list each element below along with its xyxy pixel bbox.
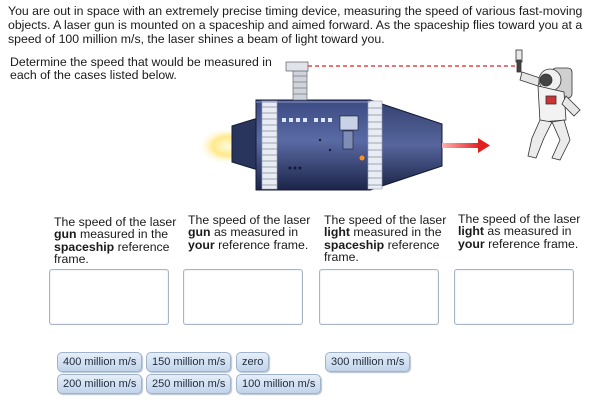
answer-chip-100[interactable]: 100 million m/s: [236, 374, 322, 394]
drop-target-light-your-frame[interactable]: [454, 269, 574, 325]
thruster-flame-icon: [192, 130, 244, 162]
answer-chip-400[interactable]: 400 million m/s: [57, 352, 143, 372]
question-text: Determine the speed that would be measur…: [10, 55, 272, 82]
answer-chip-200[interactable]: 200 million m/s: [57, 374, 143, 394]
case-light-spaceship-frame: The speed of the laser light measured in…: [324, 213, 447, 265]
case-gun-spaceship-frame: The speed of the laser gun measured in t…: [54, 215, 177, 267]
intro-text: You are out in space with an extremely p…: [8, 4, 583, 46]
spaceship-illustration: [231, 61, 443, 191]
drop-target-light-spaceship-frame[interactable]: [319, 269, 439, 325]
answer-chip-150[interactable]: 150 million m/s: [146, 352, 232, 372]
drop-target-gun-spaceship-frame[interactable]: [49, 269, 169, 325]
case-gun-your-frame: The speed of the laser gun as measured i…: [188, 213, 311, 252]
drop-target-gun-your-frame[interactable]: [183, 269, 303, 325]
answer-chip-zero[interactable]: zero: [236, 352, 270, 372]
answer-chip-300[interactable]: 300 million m/s: [325, 352, 411, 372]
case-light-your-frame: The speed of the laser light as measured…: [458, 212, 581, 251]
light-beam-arrow: [442, 138, 490, 153]
answer-chip-250[interactable]: 250 million m/s: [146, 374, 232, 394]
scene-illustration: [192, 49, 581, 191]
astronaut-illustration: [515, 49, 581, 161]
